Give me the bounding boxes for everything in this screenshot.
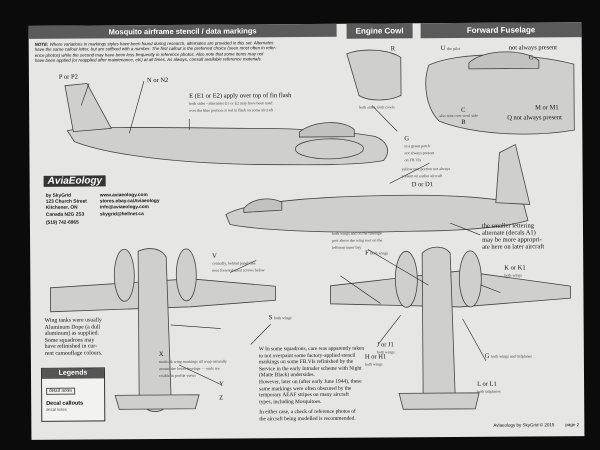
wing-tank-line: rent camouflage colours. (44, 350, 103, 357)
mid-profile-fin (495, 143, 531, 205)
callout-a-note: the smaller lettering alternate (decals … (482, 222, 544, 250)
legend-decal: Decal callouts decal notes (46, 400, 100, 412)
callout-yellow-note: yellow text portion not always present o… (402, 165, 451, 179)
mid-profile-canopy (243, 198, 283, 213)
callout-g-lower: G both wings and tailplanes (484, 352, 533, 360)
top-profile-fin (64, 83, 112, 133)
callout-d: D or D1 (411, 181, 434, 189)
legend-decal-note: decal notes (46, 406, 67, 412)
callout-v: V centrally, behind panel line near forw… (212, 252, 264, 273)
callout-h-note: both wings (364, 361, 383, 367)
top-profile-engine (295, 138, 364, 160)
yellow-note-line: present on earlier aircraft (401, 173, 442, 179)
callout-n: N or N2 (146, 76, 169, 85)
note-label: NOTE: (34, 41, 49, 47)
plan-view-left-tailplane (114, 394, 200, 410)
brand-email[interactable]: skygrid@hellnet.ca (99, 211, 144, 218)
brand-address: by SkyGrid 123 Church Street Kitchener, … (46, 194, 87, 227)
callout-b: B (461, 118, 466, 126)
note-block: NOTE: Where variations in markings style… (35, 40, 277, 63)
callout-f: F both wings (365, 249, 389, 257)
legend-detail: detail notes (46, 387, 76, 395)
wing-tank-line: Wing tanks were usually (44, 317, 102, 324)
a-note-line: ate here on later aircraft (482, 243, 545, 251)
callout-o-note: also note over cowl side (439, 112, 478, 119)
footer-credit: Aviaeology by SkyGrid © 2015 (493, 422, 555, 428)
engine-cowl-drawing (346, 49, 402, 101)
callout-x: X marks & wing markings all wrap natural… (159, 351, 227, 379)
page-title: Mosquito airframe stencil / data marking… (28, 23, 337, 39)
callout-k-note: both wings (504, 272, 523, 278)
plan-view-left-fuselage (137, 248, 172, 412)
plan-view-right-nacelle-2 (458, 250, 482, 308)
decal-sheet: Mosquito airframe stencil / data marking… (28, 22, 585, 440)
callout-s: S both wings (269, 314, 292, 321)
callout-s-note: both wings (273, 315, 292, 321)
legend-box: Legends detail notes Decal callouts deca… (40, 367, 106, 422)
callout-m: M or M1 (535, 104, 559, 112)
callout-f-note: both wings (370, 250, 389, 256)
w-note-line: the aircraft being modelled is recommend… (259, 415, 356, 423)
callout-g-note: on FB.VIs (404, 157, 422, 163)
plan-view-left-nacelle-1 (113, 248, 135, 302)
callout-s-label: S (268, 314, 273, 322)
w-note: W In some squadrons, care was apparently… (259, 346, 365, 423)
callout-alt-note: both wings and on the fuselage port abov… (332, 229, 382, 250)
callout-x-note: visible in profile views (158, 372, 196, 379)
brand-phone: (519) 742-6965 (45, 220, 79, 226)
callout-not-always: not always present (508, 44, 558, 52)
callout-u-label: U (440, 45, 446, 53)
callout-f-label: F (365, 249, 369, 257)
callout-l-note: both tailplanes (477, 388, 501, 394)
callout-y: Y (219, 380, 224, 388)
callout-r-note: both sides, both cowls (359, 104, 395, 110)
top-profile-canopy (298, 122, 355, 138)
callout-p: P or P2 (58, 73, 78, 81)
callout-g-main: G in a green patch not always present on… (404, 135, 434, 163)
callout-v-note: near forward-most screws below (212, 267, 265, 273)
callout-u: U the pilot (441, 45, 461, 52)
plan-view-right-tailplane (398, 392, 480, 410)
callout-r-label: R (390, 45, 396, 53)
forward-canopy (468, 51, 540, 70)
brand-address-line: Canada N2G 2S3 (45, 212, 85, 218)
callout-e: E (E1 or E2) apply over top of fin flash… (189, 92, 292, 114)
brand-web: www.aviaeology.com stores.ebay.ca/Aviaeo… (100, 193, 160, 218)
plan-view-right-nacelle-1 (394, 250, 418, 308)
wing-tank-note: Wing tanks were usually Aluminum Dope (a… (45, 317, 103, 357)
brand-logo: AviaEology (43, 175, 107, 187)
callout-g-forward: G (528, 54, 534, 62)
footer-page: page 2 (565, 422, 580, 428)
legend-title: Legends (41, 368, 105, 379)
forward-fuselage-title: Forward Fuselage (420, 22, 582, 39)
callout-g-lower-label: G (484, 352, 490, 360)
callout-g-lower-note: both wings and tailplanes (491, 353, 533, 359)
plan-view-left-nacelle-2 (175, 248, 197, 302)
callout-u-note: the pilot (447, 45, 461, 52)
mid-profile-fuselage (225, 194, 529, 233)
callout-q: Q not always present (507, 114, 562, 122)
callout-j-note: both wings (376, 349, 395, 355)
callout-r: R (391, 45, 395, 52)
plan-view-right-fuselage (421, 246, 456, 408)
engine-cowl-title: Engine Cowl (346, 23, 413, 39)
aircraft-drawings (49, 49, 575, 412)
callout-e-note: over the blue portion or red in flash on… (189, 107, 273, 113)
callout-z: Z (219, 394, 224, 402)
